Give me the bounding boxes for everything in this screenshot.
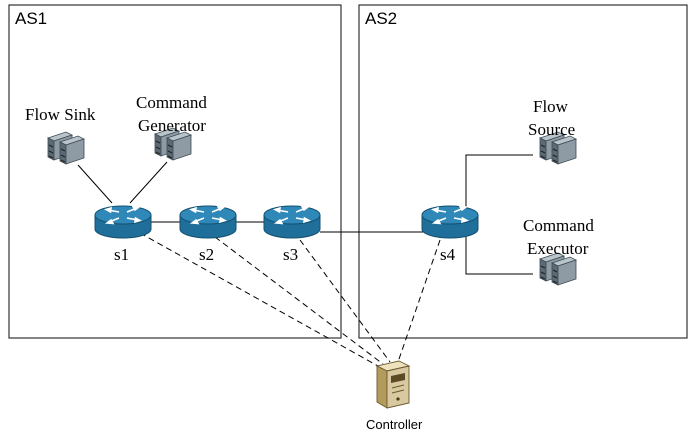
switch-s1[interactable] bbox=[94, 205, 152, 239]
router-icon bbox=[179, 205, 237, 239]
command-executor-label-line1: Command bbox=[523, 216, 594, 235]
controller-node[interactable] bbox=[375, 360, 411, 409]
controller-pc-icon bbox=[375, 360, 411, 409]
switch-s3-label: s3 bbox=[283, 245, 298, 264]
router-icon bbox=[263, 205, 321, 239]
flow-source-label-line1: Flow bbox=[533, 97, 569, 116]
as2-domain-box bbox=[358, 4, 688, 339]
flow-sink-label: Flow Sink bbox=[25, 105, 96, 124]
as2-label: AS2 bbox=[365, 9, 397, 28]
command-generator-label-line2: Generator bbox=[138, 116, 206, 135]
router-icon bbox=[94, 205, 152, 239]
server-rack-icon bbox=[47, 131, 85, 165]
router-icon bbox=[421, 205, 479, 239]
controller-label: Controller bbox=[366, 417, 423, 432]
link-s4-flow-source bbox=[465, 154, 533, 214]
link-flow-sink-s1 bbox=[77, 164, 113, 204]
control-link-s4 bbox=[397, 239, 441, 363]
command-generator-label-line1: Command bbox=[136, 93, 207, 112]
control-link-s2 bbox=[214, 236, 384, 365]
link-command-generator-s1 bbox=[129, 161, 168, 204]
as1-label: AS1 bbox=[15, 9, 47, 28]
switch-s4[interactable] bbox=[421, 205, 479, 239]
as1-domain-box bbox=[8, 4, 342, 339]
switch-s2-label: s2 bbox=[199, 245, 214, 264]
control-link-s1 bbox=[139, 232, 379, 367]
switch-s2[interactable] bbox=[179, 205, 237, 239]
link-s4-command-executor bbox=[465, 236, 533, 275]
switch-s1-label: s1 bbox=[114, 245, 129, 264]
flow-source-label-line2: Source bbox=[528, 120, 575, 139]
switch-s4-label: s4 bbox=[440, 245, 456, 264]
control-link-s3 bbox=[299, 239, 391, 363]
switch-s3[interactable] bbox=[263, 205, 321, 239]
host-flow-sink[interactable] bbox=[47, 131, 85, 165]
command-executor-label-line2: Executor bbox=[527, 239, 589, 258]
